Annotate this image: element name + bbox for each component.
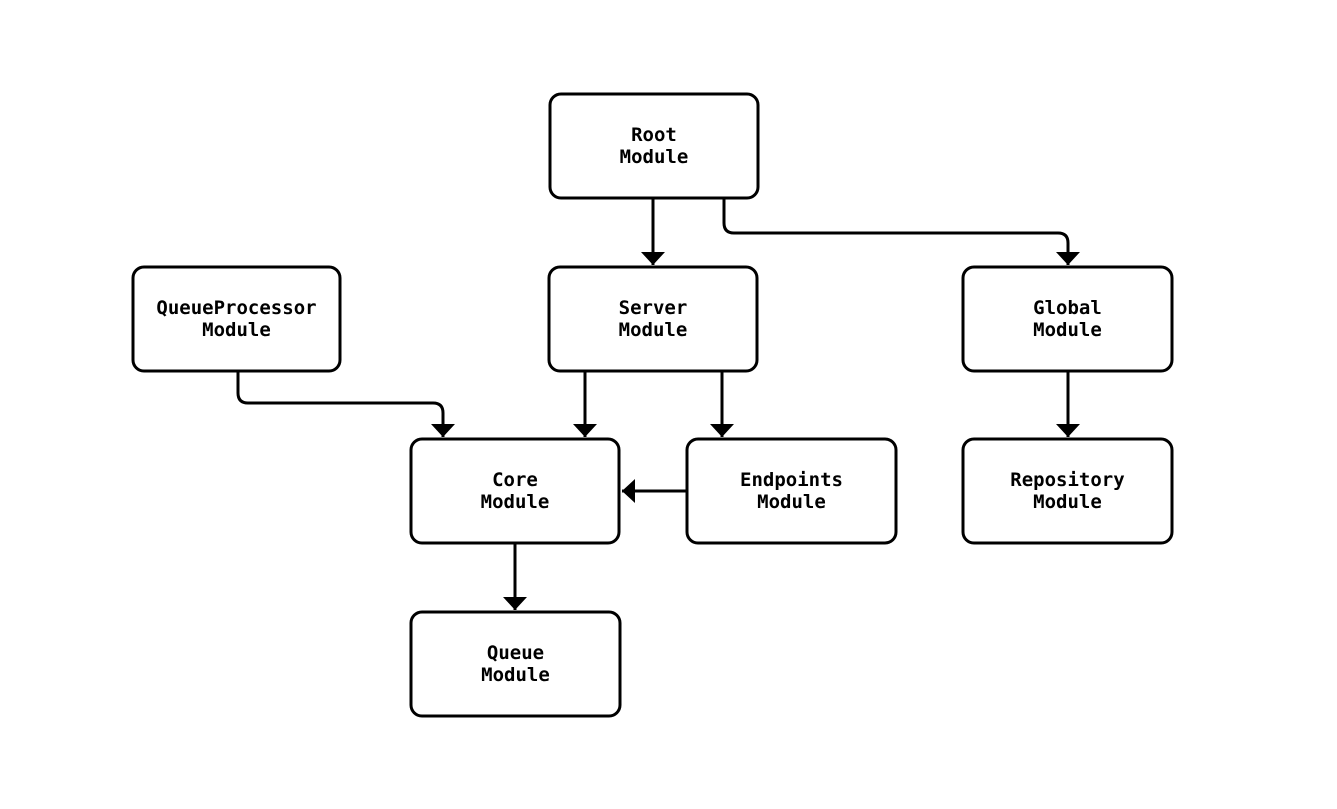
node-label-line: Repository (1010, 469, 1124, 491)
node-label-line: Module (620, 146, 689, 168)
node-box-queueprocessor (131, 265, 342, 373)
node-box-global (961, 265, 1174, 373)
node-label-line: QueueProcessor (156, 297, 316, 319)
node-box-root (548, 92, 760, 200)
node-label-line: Module (1033, 319, 1102, 341)
node-label-line: Queue (487, 642, 544, 664)
node-box-core (409, 437, 621, 545)
node-box-repository (961, 437, 1174, 545)
node-label-line: Endpoints (740, 469, 843, 491)
node-label-line: Module (481, 491, 550, 513)
node-label-line: Module (757, 491, 826, 513)
node-label-line: Server (619, 297, 688, 319)
edge-root-to-global (722, 198, 1080, 265)
node-label-line: Global (1033, 297, 1102, 319)
node-label-line: Root (631, 124, 677, 146)
node-label-line: Module (202, 319, 271, 341)
node-label-line: Core (492, 469, 538, 491)
node-label-line: Module (619, 319, 688, 341)
node-label-line: Module (481, 664, 550, 686)
node-box-server (547, 265, 759, 373)
node-box-queue (409, 610, 622, 718)
node-box-endpoints (685, 437, 898, 545)
edge-queueprocessor-to-core (236, 371, 455, 437)
node-label-line: Module (1033, 491, 1102, 513)
